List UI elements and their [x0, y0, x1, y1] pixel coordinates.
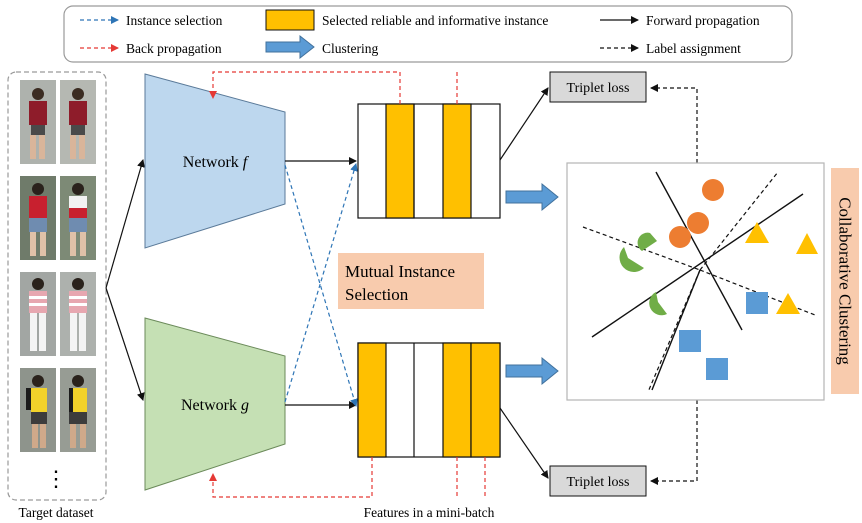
selected-instance-column — [442, 342, 472, 458]
cluster-point-square — [746, 292, 768, 314]
selected-instance-column — [442, 103, 472, 219]
cluster-point-triangle — [796, 233, 818, 254]
dataset-to-network-f-arrow — [105, 159, 145, 289]
clustering-arrow-bottom — [505, 356, 559, 386]
network-g-label: Network g — [181, 397, 249, 414]
mutual-selection-line2: Selection — [345, 285, 409, 304]
cluster-point-square — [706, 358, 728, 380]
cluster-point-circle — [687, 212, 709, 234]
legend-label-assignment: Label assignment — [646, 41, 741, 56]
selected-instance-swatch — [265, 9, 315, 31]
cluster-point-triangle — [745, 222, 769, 243]
person-image — [60, 272, 96, 356]
dataset-ellipsis: ⋮ — [45, 466, 67, 491]
back-propagation-top — [209, 71, 401, 104]
feature-batch-top — [357, 103, 501, 219]
back-propagation-bottom — [209, 457, 373, 498]
forward-to-triplet-top — [499, 87, 549, 161]
cluster-boundary-dashed — [647, 269, 701, 393]
person-image — [20, 176, 56, 260]
cluster-boundary — [655, 171, 743, 331]
network-f-label: Network f — [183, 154, 250, 171]
legend: Instance selection Back propagation Sele… — [63, 5, 793, 63]
triplet-loss-top-box — [549, 71, 647, 103]
triplet-loss-bottom-box — [549, 465, 647, 497]
clustering-arrow-top — [505, 182, 559, 212]
mutual-selection-line1: Mutual Instance — [345, 262, 455, 281]
legend-instance-selection: Instance selection — [126, 13, 223, 28]
label-assignment-top — [650, 84, 698, 163]
label-assignment-bottom — [650, 400, 698, 485]
person-image — [20, 80, 56, 164]
person-image — [60, 368, 96, 452]
person-image — [60, 80, 96, 164]
cluster-point-semicircle — [619, 247, 644, 272]
cluster-point-square — [679, 330, 701, 352]
instance-selection-g-to-f — [284, 163, 358, 403]
selected-instance-column — [357, 342, 387, 458]
cluster-point-semicircle — [637, 232, 657, 251]
cluster-point-circle — [702, 179, 724, 201]
collaborative-clustering-box — [831, 168, 859, 394]
triplet-loss-top-label: Triplet loss — [567, 81, 630, 96]
cluster-point-triangle — [776, 293, 800, 314]
clustering-legend-arrow — [265, 34, 315, 60]
clustering-panel — [566, 162, 825, 401]
person-image — [20, 272, 56, 356]
target-dataset-label: Target dataset — [19, 505, 94, 520]
triplet-loss-bottom-label: Triplet loss — [567, 475, 630, 490]
network-g — [144, 317, 286, 491]
forward-to-triplet-bottom — [499, 407, 549, 479]
network-f — [144, 73, 286, 249]
selected-instance-column — [385, 103, 415, 219]
mutual-instance-selection-box — [338, 253, 484, 309]
person-image — [20, 368, 56, 452]
target-dataset: ⋮ — [7, 71, 107, 501]
legend-back-propagation: Back propagation — [126, 41, 222, 56]
legend-selected-instance: Selected reliable and informative instan… — [322, 13, 548, 28]
cluster-boundary — [591, 193, 804, 338]
feature-batch-bottom — [357, 342, 501, 458]
legend-clustering: Clustering — [322, 41, 378, 56]
person-image — [60, 176, 96, 260]
legend-forward-propagation: Forward propagation — [646, 13, 760, 28]
cluster-point-semicircle — [649, 292, 667, 316]
features-caption: Features in a mini-batch — [364, 505, 495, 520]
dataset-to-network-g-arrow — [105, 287, 145, 401]
collaborative-clustering-label: Collaborative Clustering — [836, 197, 855, 365]
selected-instance-column — [470, 342, 501, 458]
cluster-point-circle — [669, 226, 691, 248]
